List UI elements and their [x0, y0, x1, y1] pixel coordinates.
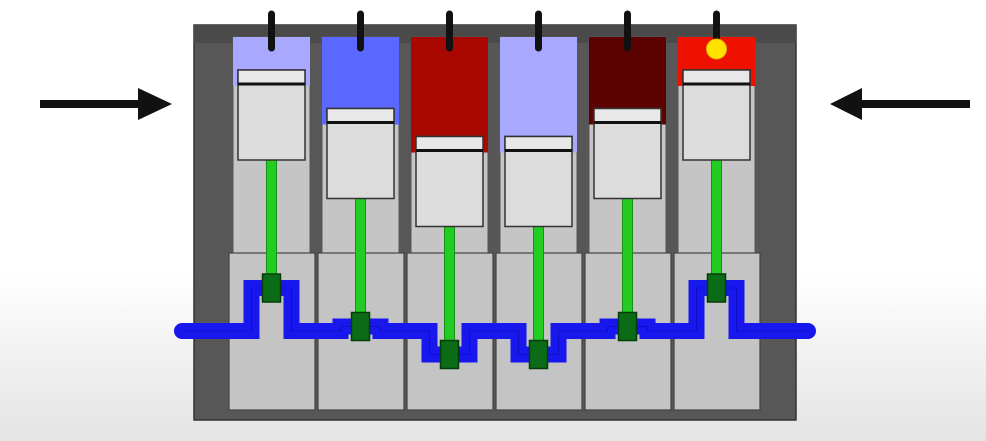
piston-ring [326, 107, 395, 124]
crank-pin [350, 311, 371, 342]
spark-icon [706, 38, 727, 60]
piston-ring [237, 69, 306, 85]
piston-ring [504, 135, 573, 152]
piston-ring [593, 107, 662, 124]
crank-pin [706, 273, 727, 303]
arrow-right-head-icon [138, 88, 172, 120]
arrow-left-head-icon [830, 88, 862, 120]
combustion-chamber [411, 37, 488, 153]
crank-pin [528, 339, 549, 370]
crank-pin [261, 273, 282, 303]
crankshaft-outline [182, 287, 808, 355]
crank-pin [617, 311, 638, 342]
crank-pin [439, 339, 460, 370]
piston-ring [682, 69, 751, 85]
piston-ring [415, 135, 484, 152]
combustion-chamber [500, 37, 577, 153]
